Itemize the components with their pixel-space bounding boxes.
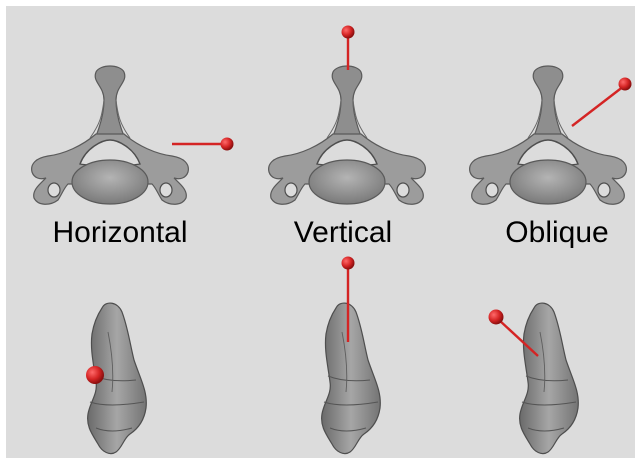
- label-oblique: Oblique: [482, 216, 632, 250]
- vertebra-lateral-horizontal: [86, 303, 146, 454]
- vertebra-axial-horizontal: [32, 66, 234, 204]
- marker-sphere-horizontal: [221, 138, 234, 151]
- marker-sphere-lateral-vertical: [342, 257, 355, 270]
- label-horizontal: Horizontal: [20, 216, 220, 250]
- marker-sphere-lateral-oblique: [489, 310, 504, 325]
- label-vertical: Vertical: [258, 216, 428, 250]
- vertebra-lateral-vertical: [322, 257, 381, 454]
- marker-sphere-vertical: [342, 26, 355, 39]
- vertebra-lateral-oblique: [489, 303, 579, 454]
- marker-sphere-oblique: [619, 78, 632, 91]
- marker-line-oblique: [572, 86, 624, 126]
- vertebra-axial-vertical: [269, 26, 426, 205]
- vertebra-axial-oblique: [470, 66, 632, 204]
- marker-sphere-lateral-horizontal: [86, 366, 104, 384]
